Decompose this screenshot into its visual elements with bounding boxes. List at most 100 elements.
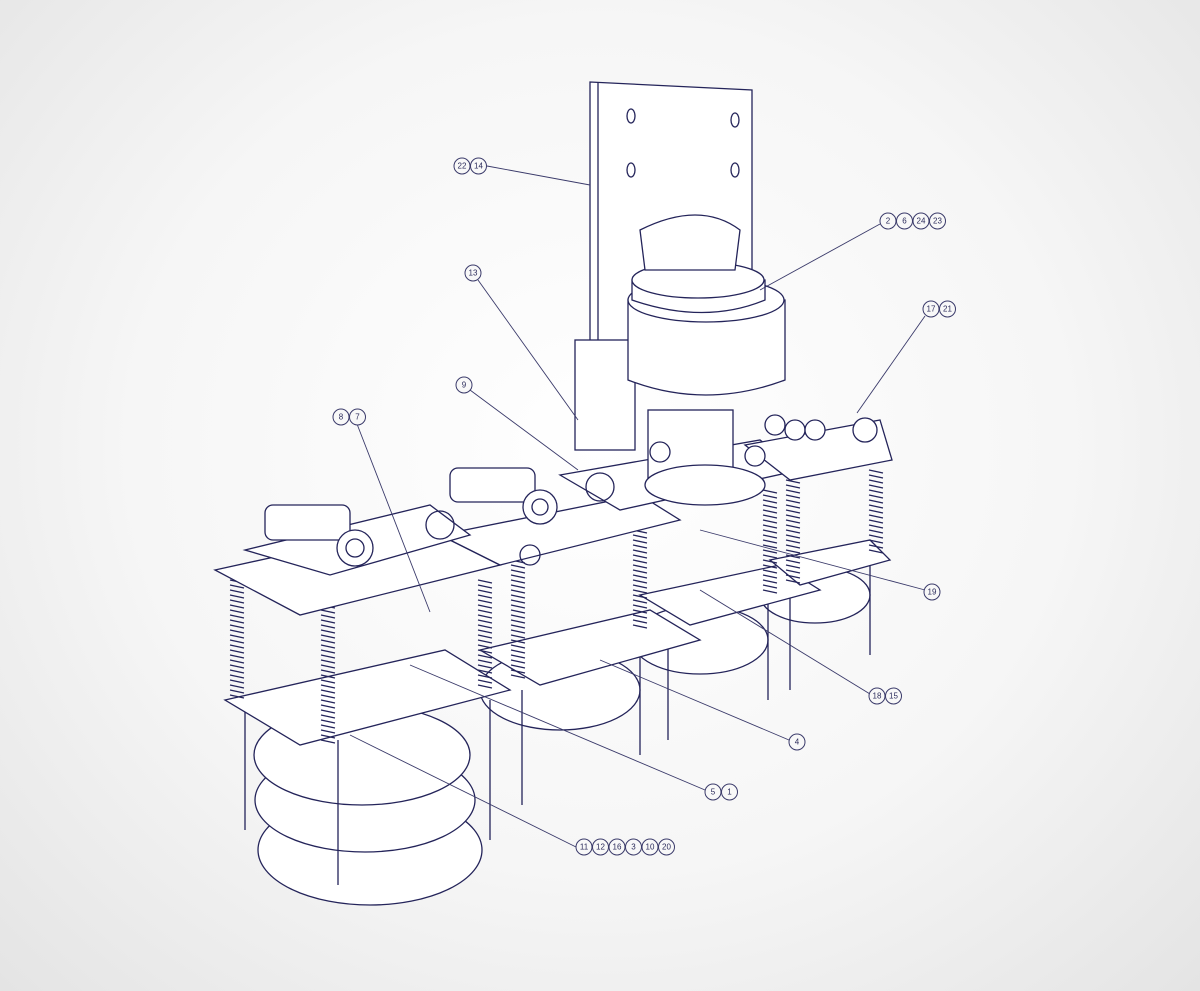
spring-coil xyxy=(868,469,884,474)
spring-coil xyxy=(477,664,493,669)
spring-coil xyxy=(320,734,336,739)
spring-coil xyxy=(510,569,526,574)
spring-coil xyxy=(229,619,245,624)
callout-balloon: 24 xyxy=(912,212,930,230)
spring-coil xyxy=(510,599,526,604)
callout-number: 20 xyxy=(662,843,671,852)
leader-line xyxy=(349,734,577,848)
spring-coil xyxy=(477,684,493,689)
rods xyxy=(244,560,871,885)
callout-number: 18 xyxy=(873,692,882,701)
spring-coil xyxy=(320,649,336,654)
spring-coil xyxy=(762,569,778,574)
spring-coil xyxy=(229,629,245,634)
spring-coil xyxy=(785,524,801,529)
spring-coil xyxy=(229,689,245,694)
spring-coil xyxy=(510,664,526,669)
spring-coil xyxy=(477,659,493,664)
spring-coil xyxy=(762,564,778,569)
spring-coil xyxy=(762,549,778,554)
callout-number: 16 xyxy=(613,843,622,852)
spring-coil xyxy=(477,589,493,594)
spring-coil xyxy=(477,599,493,604)
spring-coil xyxy=(510,634,526,639)
leader-line xyxy=(759,223,881,291)
callout-balloon: 10 xyxy=(641,838,659,856)
callout-number: 7 xyxy=(355,413,360,422)
callout-number: 15 xyxy=(889,692,898,701)
spring-coil xyxy=(320,644,336,649)
spring-coil xyxy=(632,564,648,569)
leader-line xyxy=(486,165,591,186)
spring-coil xyxy=(762,514,778,519)
spring-coil xyxy=(762,524,778,529)
spring-coil xyxy=(320,659,336,664)
spring-coil xyxy=(762,539,778,544)
spring-coil xyxy=(868,504,884,509)
spring-coil xyxy=(320,729,336,734)
callout-number: 4 xyxy=(795,738,800,747)
spring-coil xyxy=(785,514,801,519)
spring-coil xyxy=(229,624,245,629)
spring-coil xyxy=(510,624,526,629)
spring-coil xyxy=(320,639,336,644)
spring-coil xyxy=(785,479,801,484)
callout-balloon: 15 xyxy=(885,687,902,705)
spring-coil xyxy=(510,579,526,584)
spring-coil xyxy=(785,574,801,579)
spring-coil xyxy=(632,609,648,614)
spring-coil xyxy=(632,619,648,624)
spring-coil xyxy=(632,604,648,609)
leader-line xyxy=(699,589,871,695)
spring-coil xyxy=(229,589,245,594)
spring-coil xyxy=(477,649,493,654)
spring-coil xyxy=(632,559,648,564)
spring-coil xyxy=(510,669,526,674)
spring-coil xyxy=(229,674,245,679)
spring-coil xyxy=(632,574,648,579)
spring-coil xyxy=(632,599,648,604)
spring-coil xyxy=(868,549,884,554)
callout-balloon: 8 xyxy=(332,408,350,426)
spring-coil xyxy=(510,604,526,609)
callout-balloon: 2 xyxy=(879,212,897,230)
callout-balloon: 6 xyxy=(896,212,913,230)
spring-coil xyxy=(477,624,493,629)
callout-balloon: 1 xyxy=(721,783,738,801)
spring-coil xyxy=(229,609,245,614)
spring-coil xyxy=(785,549,801,554)
spring-coil xyxy=(229,639,245,644)
spring-coil xyxy=(510,614,526,619)
spring-coil xyxy=(510,654,526,659)
spring-coil xyxy=(785,484,801,489)
leader-lines xyxy=(349,165,926,848)
callout-number: 11 xyxy=(580,843,589,852)
leader-line xyxy=(477,279,579,421)
spring-coil xyxy=(632,549,648,554)
callout-balloon: 14 xyxy=(470,157,487,175)
spring-coil xyxy=(868,489,884,494)
callout-number: 2 xyxy=(886,217,891,226)
spring-coil xyxy=(868,514,884,519)
spring-coil xyxy=(229,664,245,669)
spring-coil xyxy=(785,564,801,569)
spring-coil xyxy=(868,524,884,529)
spring-coil xyxy=(320,699,336,704)
spring-coil xyxy=(762,579,778,584)
spring-coil xyxy=(320,669,336,674)
spring-coil xyxy=(868,484,884,489)
spring-coil xyxy=(229,594,245,599)
spring-coil xyxy=(868,509,884,514)
callout-number: 24 xyxy=(917,217,926,226)
spring-coil xyxy=(510,644,526,649)
callout-number: 5 xyxy=(711,788,716,797)
spring-coil xyxy=(320,719,336,724)
spring-coil xyxy=(510,574,526,579)
spring-coil xyxy=(632,544,648,549)
spring-coil xyxy=(477,679,493,684)
callout-number: 1 xyxy=(727,788,732,797)
callout-balloon: 23 xyxy=(929,212,946,230)
spring-coil xyxy=(785,499,801,504)
